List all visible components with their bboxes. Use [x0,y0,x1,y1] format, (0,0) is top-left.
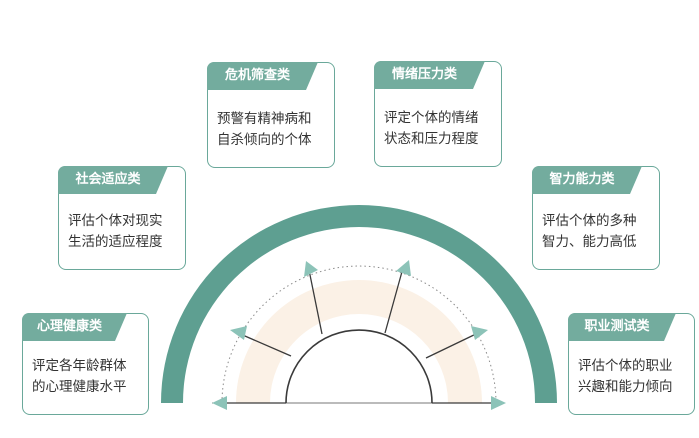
category-card-mental-health: 心理健康类 评定各年龄群体 的心理健康水平 [22,313,149,415]
arrowhead-top-right [396,260,411,276]
arrowhead-upper-left [230,326,247,340]
arrowheads [212,260,506,410]
category-title: 职业测试类 [568,313,676,341]
category-card-career-testing: 职业测试类 评估个体的职业 兴趣和能力倾向 [568,313,695,415]
arrowhead-right [491,396,506,410]
arrowhead-top-left [304,261,318,277]
category-description: 评定个体的情绪 状态和压力程度 [384,110,479,147]
arrowhead-left [212,396,227,410]
category-card-crisis-screening: 危机筛查类 预警有精神病和 自杀倾向的个体 [207,62,335,168]
inner-peach-band [236,280,482,403]
category-description: 评定各年龄群体 的心理健康水平 [32,358,127,395]
category-card-emotional-stress: 情绪压力类 评定个体的情绪 状态和压力程度 [374,61,502,167]
category-description: 预警有精神病和 自杀倾向的个体 [217,111,312,148]
dotted-orbit [221,265,497,404]
category-title: 危机筛查类 [207,62,318,90]
category-card-intelligence: 智力能力类 评估个体的多种 智力、能力高低 [532,166,660,270]
category-title: 智力能力类 [532,166,642,194]
outer-teal-arch [161,205,557,403]
category-title: 社会适应类 [58,166,168,194]
category-description: 评估个体的多种 智力、能力高低 [542,213,637,250]
category-description: 评估个体对现实 生活的适应程度 [68,213,163,250]
category-card-social-adaptation: 社会适应类 评估个体对现实 生活的适应程度 [58,166,186,270]
category-title: 情绪压力类 [374,61,485,89]
category-description: 评估个体的职业 兴趣和能力倾向 [578,358,673,395]
category-title: 心理健康类 [22,313,127,341]
connector-lines [222,267,496,404]
inner-dark-arc [285,329,433,404]
arrowhead-upper-right [471,326,488,340]
